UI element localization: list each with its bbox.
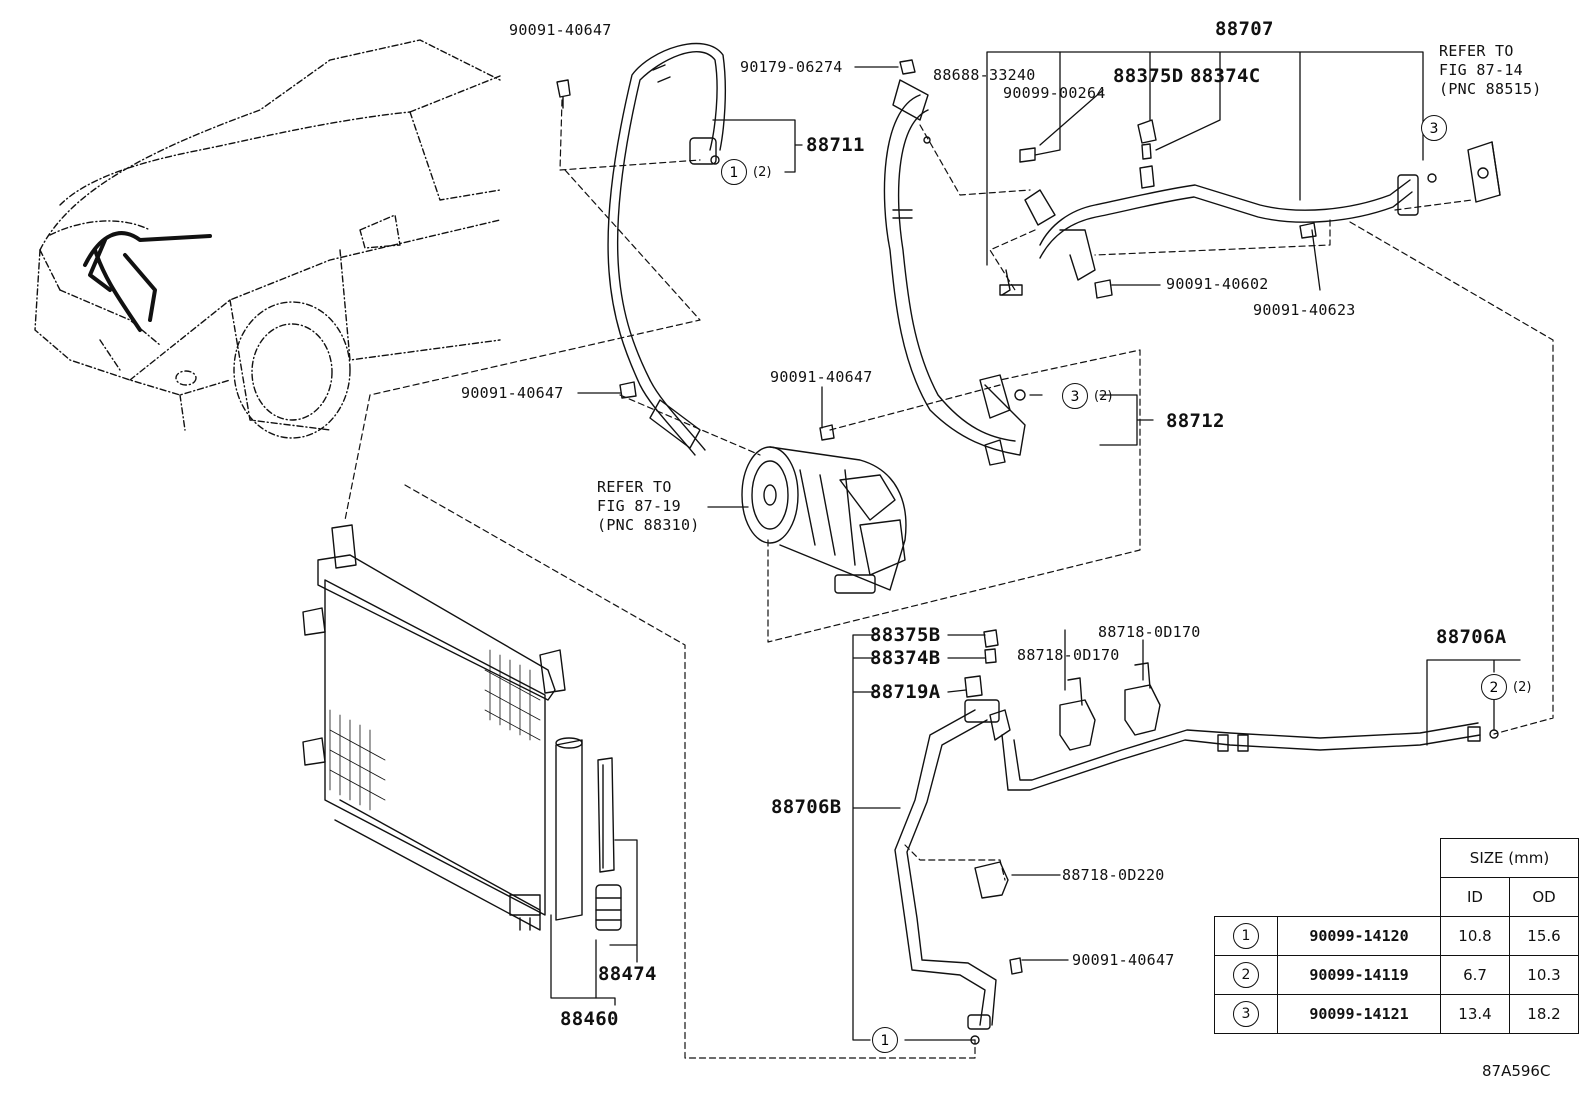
label-90091-40602: 90091-40602 [1166, 275, 1269, 293]
id-cell: 6.7 [1440, 955, 1510, 995]
part-number-cell: 90099-14121 [1277, 994, 1441, 1034]
table-row: 1 90099-14120 10.8 15.6 [1214, 916, 1579, 956]
table-blank-cell [1278, 839, 1441, 878]
compressor [741, 446, 907, 594]
part-number-cell: 90099-14119 [1277, 955, 1441, 995]
table-row: 3 90099-14121 13.4 18.2 [1214, 994, 1579, 1034]
id-cell: 13.4 [1440, 994, 1510, 1034]
label-88460: 88460 [560, 1008, 619, 1030]
ref-fig-87-19: REFER TO FIG 87-19 (PNC 88310) [597, 478, 700, 534]
callout-2-right: 2 [1481, 674, 1507, 700]
callout-3-top: 3 [1421, 115, 1447, 141]
expansion-valve [1467, 141, 1501, 203]
bracket-lines [550, 51, 1521, 1041]
label-88707: 88707 [1215, 18, 1274, 40]
label-88688-33240: 88688-33240 [933, 66, 1036, 84]
label-88374C: 88374C [1190, 65, 1261, 87]
ref-line: REFER TO [1439, 42, 1514, 60]
clips-88718 [974, 662, 1161, 899]
label-88706B: 88706B [771, 796, 842, 818]
row-number-circle: 1 [1233, 923, 1259, 949]
label-88718-0D170-a: 88718-0D170 [1098, 623, 1201, 641]
col-id-header: ID [1440, 877, 1510, 917]
hose-88712 [883, 79, 1026, 466]
ref-line: FIG 87-19 [597, 496, 681, 515]
od-cell: 15.6 [1509, 916, 1579, 956]
label-90091-40647-bottom: 90091-40647 [1072, 951, 1175, 969]
label-88375D: 88375D [1113, 65, 1184, 87]
engine-harness [83, 231, 212, 332]
table-blank-cell [1215, 839, 1278, 878]
label-90091-40623: 90091-40623 [1253, 301, 1356, 319]
label-90099-00264: 90099-00264 [1003, 84, 1106, 102]
label-90091-40647-mid: 90091-40647 [461, 384, 564, 402]
callout-qty: (2) [1513, 680, 1532, 695]
part-number-cell: 90099-14120 [1277, 916, 1441, 956]
figure-code: 87A596C [1482, 1062, 1551, 1080]
table-row: 2 90099-14119 6.7 10.3 [1214, 955, 1579, 995]
ref-line: REFER TO [597, 478, 672, 496]
table-blank-cell [1215, 878, 1278, 917]
label-88712: 88712 [1166, 410, 1225, 432]
label-88374B: 88374B [870, 647, 941, 669]
service-valves [964, 629, 1023, 975]
ref-line: FIG 87-14 [1439, 60, 1523, 79]
label-88706A: 88706A [1436, 626, 1507, 648]
desiccant-88474 [595, 757, 622, 931]
ref-line: (PNC 88310) [597, 515, 700, 534]
small-bolts [556, 59, 1437, 441]
size-table-subheader-row: ID OD [1215, 877, 1579, 917]
label-88474: 88474 [598, 963, 657, 985]
row-number-circle: 3 [1233, 1001, 1259, 1027]
label-90179-06274: 90179-06274 [740, 58, 843, 76]
dashed-leaders [344, 99, 1554, 1059]
size-table-header-row: SIZE (mm) [1215, 838, 1579, 878]
row-number-cell: 1 [1214, 916, 1278, 956]
callout-1-bottom: 1 [872, 1027, 898, 1053]
table-blank-cell [1278, 878, 1441, 917]
label-88718-0D220: 88718-0D220 [1062, 866, 1165, 884]
label-90091-40647-top: 90091-40647 [509, 21, 612, 39]
tube-88706 [894, 699, 1499, 1045]
callout-qty: (2) [1094, 389, 1113, 404]
hose-88711 [607, 42, 727, 456]
callout-qty: (2) [753, 165, 772, 180]
id-cell: 10.8 [1440, 916, 1510, 956]
label-88718-0D170-b: 88718-0D170 [1017, 646, 1120, 664]
tube-88707 [999, 174, 1419, 296]
callout-3-mid: 3 [1062, 383, 1088, 409]
od-cell: 10.3 [1509, 955, 1579, 995]
callout-1-top: 1 [721, 159, 747, 185]
col-od-header: OD [1509, 877, 1579, 917]
label-88711: 88711 [806, 134, 865, 156]
ref-fig-87-14: REFER TO FIG 87-14 (PNC 88515) [1439, 42, 1542, 98]
ref-line: (PNC 88515) [1439, 79, 1542, 98]
od-cell: 18.2 [1509, 994, 1579, 1034]
row-number-cell: 2 [1214, 955, 1278, 995]
vehicle-outline [34, 39, 501, 439]
row-number-circle: 2 [1233, 962, 1259, 988]
size-header: SIZE (mm) [1440, 838, 1579, 878]
size-table: SIZE (mm) ID OD 1 90099-14120 10.8 15.6 … [1214, 838, 1579, 1034]
label-88375B: 88375B [870, 624, 941, 646]
label-88719A: 88719A [870, 681, 941, 703]
label-90091-40647-compressor: 90091-40647 [770, 368, 873, 386]
row-number-cell: 3 [1214, 994, 1278, 1034]
condenser [302, 524, 583, 931]
